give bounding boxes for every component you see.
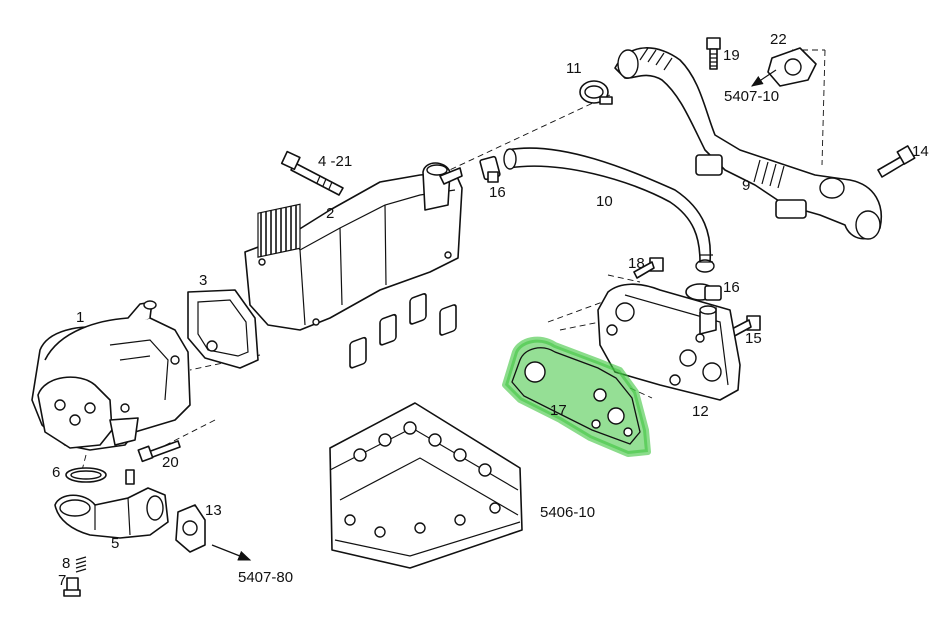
bolt-part-14 [877, 145, 916, 178]
bolt-part-18 [633, 257, 664, 279]
reference-5406-10: 5406-10 [540, 504, 595, 521]
callout-22: 22 [770, 31, 787, 48]
plug-part-7 [63, 577, 81, 597]
callout-5: 5 [111, 535, 119, 552]
elbow-part-5 [54, 469, 169, 539]
engine-block [329, 292, 523, 569]
callout-8: 8 [62, 555, 70, 572]
gasket-part-22 [751, 47, 817, 87]
callout-4-21: 4 -21 [318, 153, 352, 170]
spring-part-8 [75, 556, 87, 573]
bolt-part-19 [706, 37, 721, 70]
callout-16-middle: 16 [723, 279, 740, 296]
egr-pipe-part-9 [614, 47, 882, 240]
gasket-part-17-highlighted[interactable] [502, 336, 651, 457]
hose-part-10 [503, 147, 715, 273]
callout-14: 14 [912, 143, 929, 160]
callout-20: 20 [162, 454, 179, 471]
callout-6: 6 [52, 464, 60, 481]
callout-13: 13 [205, 502, 222, 519]
callout-labels: 1 2 3 4 -21 5 6 7 8 9 10 11 12 13 14 15 … [52, 31, 929, 589]
clip-part-16-middle [685, 283, 722, 301]
adapter-plate-part-12 [597, 283, 741, 401]
reference-5407-80: 5407-80 [238, 569, 293, 586]
egr-valve-part-1 [31, 300, 191, 451]
callout-18: 18 [628, 255, 645, 272]
callout-3: 3 [199, 272, 207, 289]
clip-part-16-top [479, 155, 501, 183]
clamp-part-11 [579, 80, 613, 105]
callout-12: 12 [692, 403, 709, 420]
callout-16-top: 16 [489, 184, 506, 201]
callout-15: 15 [745, 330, 762, 347]
o-ring-part-6 [65, 467, 107, 483]
reference-5407-10: 5407-10 [724, 88, 779, 105]
gasket-part-13 [175, 504, 252, 561]
callout-2: 2 [326, 205, 334, 222]
bolt-part-20 [137, 440, 181, 463]
callout-19: 19 [723, 47, 740, 64]
callout-9: 9 [742, 177, 750, 194]
reference-labels: 5407-10 5406-10 5407-80 [238, 88, 779, 586]
callout-11: 11 [566, 60, 582, 77]
egr-cooler-part-2 [244, 162, 463, 331]
callout-1: 1 [76, 309, 84, 326]
callout-17: 17 [550, 402, 567, 419]
gasket-part-3 [187, 289, 259, 369]
callout-7: 7 [58, 572, 66, 589]
callout-10: 10 [596, 193, 613, 210]
bolt-part-4-21 [280, 150, 344, 196]
